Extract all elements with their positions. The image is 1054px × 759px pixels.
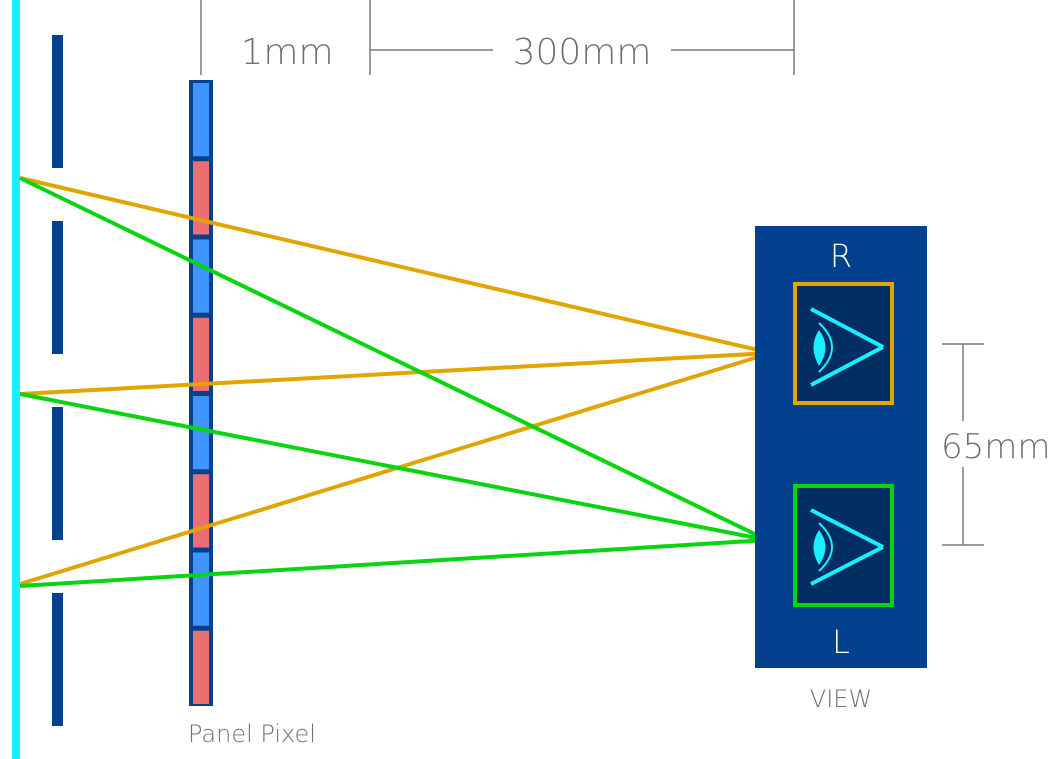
view-caption: VIEW xyxy=(810,685,872,713)
panel-pixel-left xyxy=(193,474,209,548)
view-distance-label: 300mm xyxy=(513,32,652,73)
ray-left-eye xyxy=(19,538,768,588)
panel-pixel-column xyxy=(189,80,213,706)
parallax-barrier xyxy=(52,35,63,726)
backlight xyxy=(12,0,20,759)
panel-pixel-right xyxy=(193,83,209,157)
barrier-segment xyxy=(52,593,63,726)
barrier-segment xyxy=(52,221,63,354)
panel-pixel-right xyxy=(193,552,209,626)
dimension-eye-separation: 65mm xyxy=(941,343,1051,546)
eye-icon xyxy=(810,508,884,586)
barrier-segment xyxy=(52,407,63,540)
gap-dimension-label: 1mm xyxy=(240,32,333,73)
ray-right-eye xyxy=(19,351,772,396)
left-eye-frame xyxy=(793,484,894,607)
light-rays xyxy=(19,176,772,588)
left-eye-label: L xyxy=(832,623,850,661)
panel-pixel-right xyxy=(193,239,209,313)
panel-pixel-left xyxy=(193,161,209,235)
ray-left-eye xyxy=(19,176,768,542)
panel-pixel-left xyxy=(193,630,209,704)
eye-icon xyxy=(810,307,884,387)
right-eye-label: R xyxy=(830,237,852,275)
dimension-view-distance: 300mm xyxy=(370,0,795,75)
right-eye-frame xyxy=(793,282,894,405)
eye-separation-label: 65mm xyxy=(941,427,1051,467)
ray-left-eye xyxy=(19,392,768,542)
panel-pixel-caption: Panel Pixel xyxy=(188,720,316,748)
panel-pixel-left xyxy=(193,317,209,391)
panel-pixel-right xyxy=(193,396,209,470)
barrier-segment xyxy=(52,35,63,168)
view-zone: R L xyxy=(755,226,927,668)
ray-right-eye xyxy=(19,176,772,355)
dimension-gap: 1mm xyxy=(200,0,371,75)
